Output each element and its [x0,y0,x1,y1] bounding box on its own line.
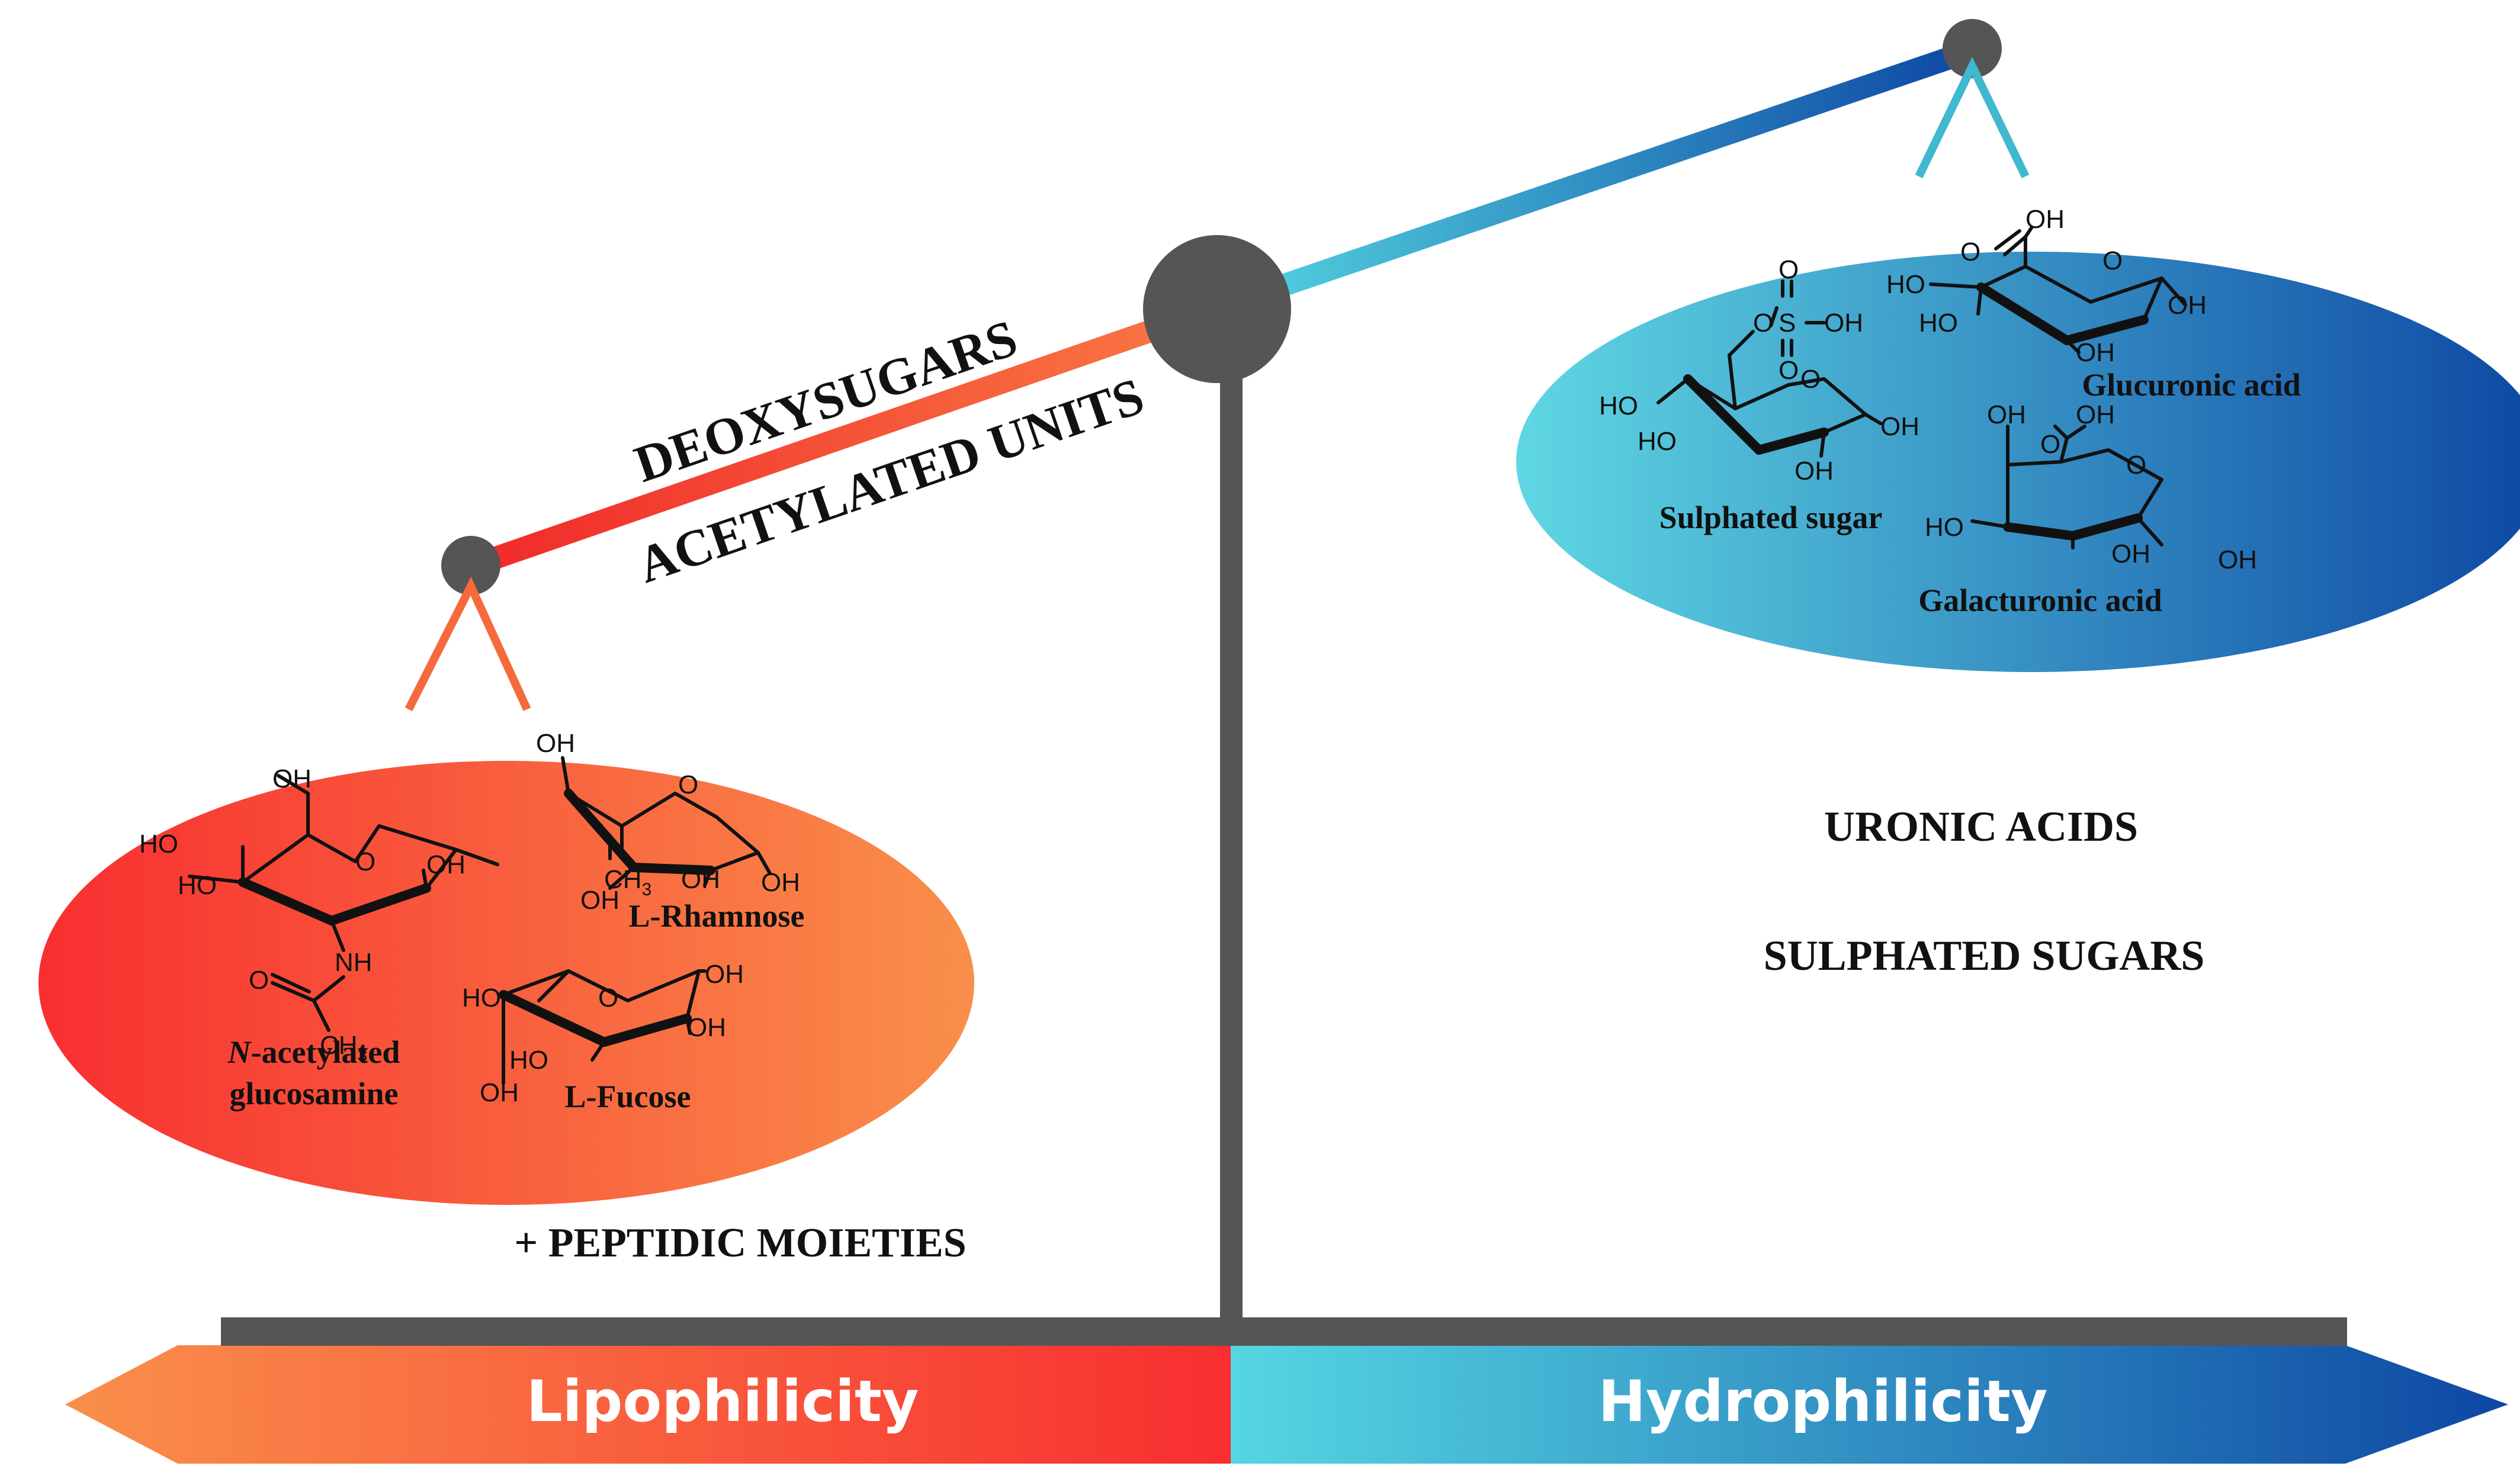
right-hinge [1943,19,2002,78]
atom-oh: OH [1795,457,1834,486]
atom-o: O [2102,246,2123,275]
scale-base [221,1317,2347,1346]
uronic-acids-label: URONIC ACIDS [1824,803,2138,850]
atom-oh: OH [2076,338,2115,367]
atom-oh: OH [1824,308,1863,337]
scale-post [1220,320,1243,1333]
beam-left [463,297,1228,577]
atom-ho: HO [1925,513,1964,542]
atom-ho: HO [178,871,217,900]
atom-ho: HO [1599,391,1638,420]
atom-ho: HO [1919,308,1958,337]
glucuronic-acid-structure: OH O O HO HO OH OH [1886,205,2207,367]
atom-o: O [1800,365,1821,394]
atom-ho: HO [1886,270,1925,299]
atom-o: O [2126,451,2146,480]
atom-o: O [678,770,698,799]
atom-o: O [598,983,618,1012]
peptidic-moieties-label: + PEPTIDIC MOIETIES [514,1220,966,1266]
l-rhamnose-structure: OH O CH3 OH OH OH [536,729,800,915]
atom-oh: OH [1987,400,2026,429]
right-hanger [1915,56,2030,179]
atom-oh: OH [2218,545,2257,574]
atom-oh: OH [272,764,312,793]
atom-ch3: CH3 [604,865,651,899]
left-hanger [405,576,531,712]
atom-oh: OH [2076,400,2115,429]
atom-o: O [249,966,269,995]
glucuronic-acid-name: Glucuronic acid [2082,367,2301,403]
atom-ho: HO [139,830,178,859]
hydrophilicity-arrow [1231,1345,2508,1464]
atom-nh: NH [335,948,373,977]
atom-oh: OH [705,960,744,989]
atom-oh: OH [2111,539,2150,568]
beam-right [1206,39,1983,319]
lipophilic-pan [38,761,974,1205]
hydrophilicity-label: Hydrophilicity [1598,1368,2048,1435]
atom-oh: OH [580,886,619,915]
n-acetylated-glucosamine-structure: OH O HO HO OH NH O CH3 [139,764,499,1065]
atom-oh: OH [536,729,575,758]
l-fucose-structure: HO O OH HO OH OH [462,960,744,1107]
atom-oh: OH [761,868,800,897]
atom-oh: OH [2025,205,2065,234]
atom-o: O [2040,430,2060,459]
atom-oh: OH [2168,291,2207,320]
galacturonic-acid-name: Galacturonic acid [1918,583,2162,618]
lipophilicity-label: Lipophilicity [527,1368,919,1435]
pivot-circle [1143,235,1291,383]
atom-ch3: CH3 [320,1031,367,1065]
lipophilicity-arrow [65,1345,1231,1464]
atom-oh: OH [1880,412,1919,441]
hydrophilic-pan [1516,252,2520,672]
atom-o: O [1753,308,1773,337]
l-fucose-name: L-Fucose [565,1079,691,1114]
atom-ho: HO [1638,427,1677,456]
sulphated-sugar-name: Sulphated sugar [1659,500,1883,535]
atom-o: O [1779,255,1799,284]
left-hinge [441,536,500,595]
atom-o: O [1960,237,1980,266]
glucosamine-name-line2: glucosamine [229,1076,398,1111]
l-rhamnose-name: L-Rhamnose [628,898,804,934]
atom-oh: OH [687,1013,726,1042]
atom-oh: OH [480,1078,519,1107]
atom-o: O [355,847,375,876]
atom-o: O [1779,356,1799,385]
atom-s: S [1779,308,1796,337]
sulphated-sugar-structure: O S O O OH O HO HO OH OH [1599,255,1919,486]
glucosamine-name-line1: N-acetylated [227,1034,400,1070]
atom-ho: HO [509,1046,548,1075]
atom-oh: OH [426,850,466,879]
atom-oh: OH [681,865,720,894]
galacturonic-acid-structure: OH OH O O HO OH OH [1925,400,2257,574]
sulphated-sugars-label: SULPHATED SUGARS [1764,932,2205,979]
atom-ho: HO [462,983,501,1012]
